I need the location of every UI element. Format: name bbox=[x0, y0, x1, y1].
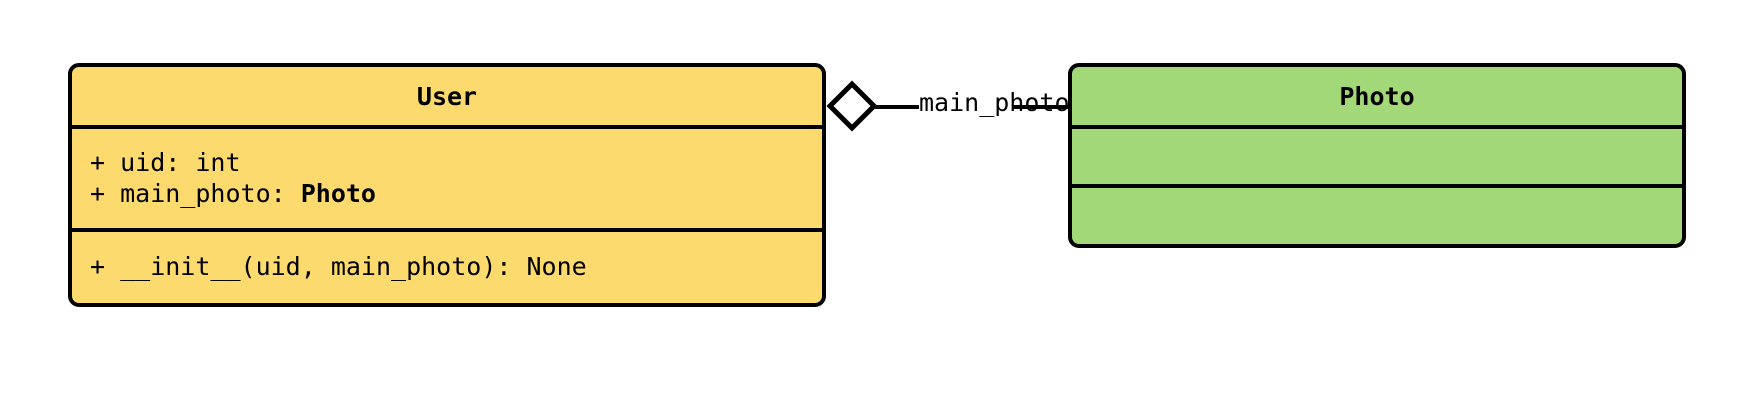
uml-attribute-main-photo-prefix: + main_photo: bbox=[90, 178, 301, 208]
uml-class-user-methods-compartment: + __init__(uid, main_photo): None bbox=[72, 228, 822, 303]
uml-class-user-title-compartment: User bbox=[72, 67, 822, 125]
association-line-right bbox=[1012, 105, 1070, 109]
uml-class-photo-methods-compartment bbox=[1072, 184, 1682, 244]
uml-attribute-main-photo: + main_photo: Photo bbox=[72, 179, 822, 210]
uml-class-photo[interactable]: Photo bbox=[1068, 63, 1686, 248]
uml-attribute-main-photo-type: Photo bbox=[300, 178, 376, 208]
uml-attribute-uid: + uid: int bbox=[90, 148, 241, 177]
uml-class-user-attributes-compartment: + uid: int + main_photo: Photo bbox=[72, 125, 822, 228]
association-label-main-photo: main_photo bbox=[919, 88, 1070, 117]
uml-class-photo-attributes-compartment bbox=[1072, 125, 1682, 184]
aggregation-diamond-icon bbox=[826, 80, 878, 132]
uml-class-user[interactable]: User + uid: int + main_photo: Photo + __… bbox=[68, 63, 826, 307]
uml-class-photo-title-compartment: Photo bbox=[1072, 67, 1682, 125]
association-line-left bbox=[875, 105, 919, 109]
uml-class-user-name: User bbox=[416, 81, 478, 111]
uml-class-photo-name: Photo bbox=[1339, 81, 1415, 111]
uml-method-init: + __init__(uid, main_photo): None bbox=[90, 252, 587, 282]
